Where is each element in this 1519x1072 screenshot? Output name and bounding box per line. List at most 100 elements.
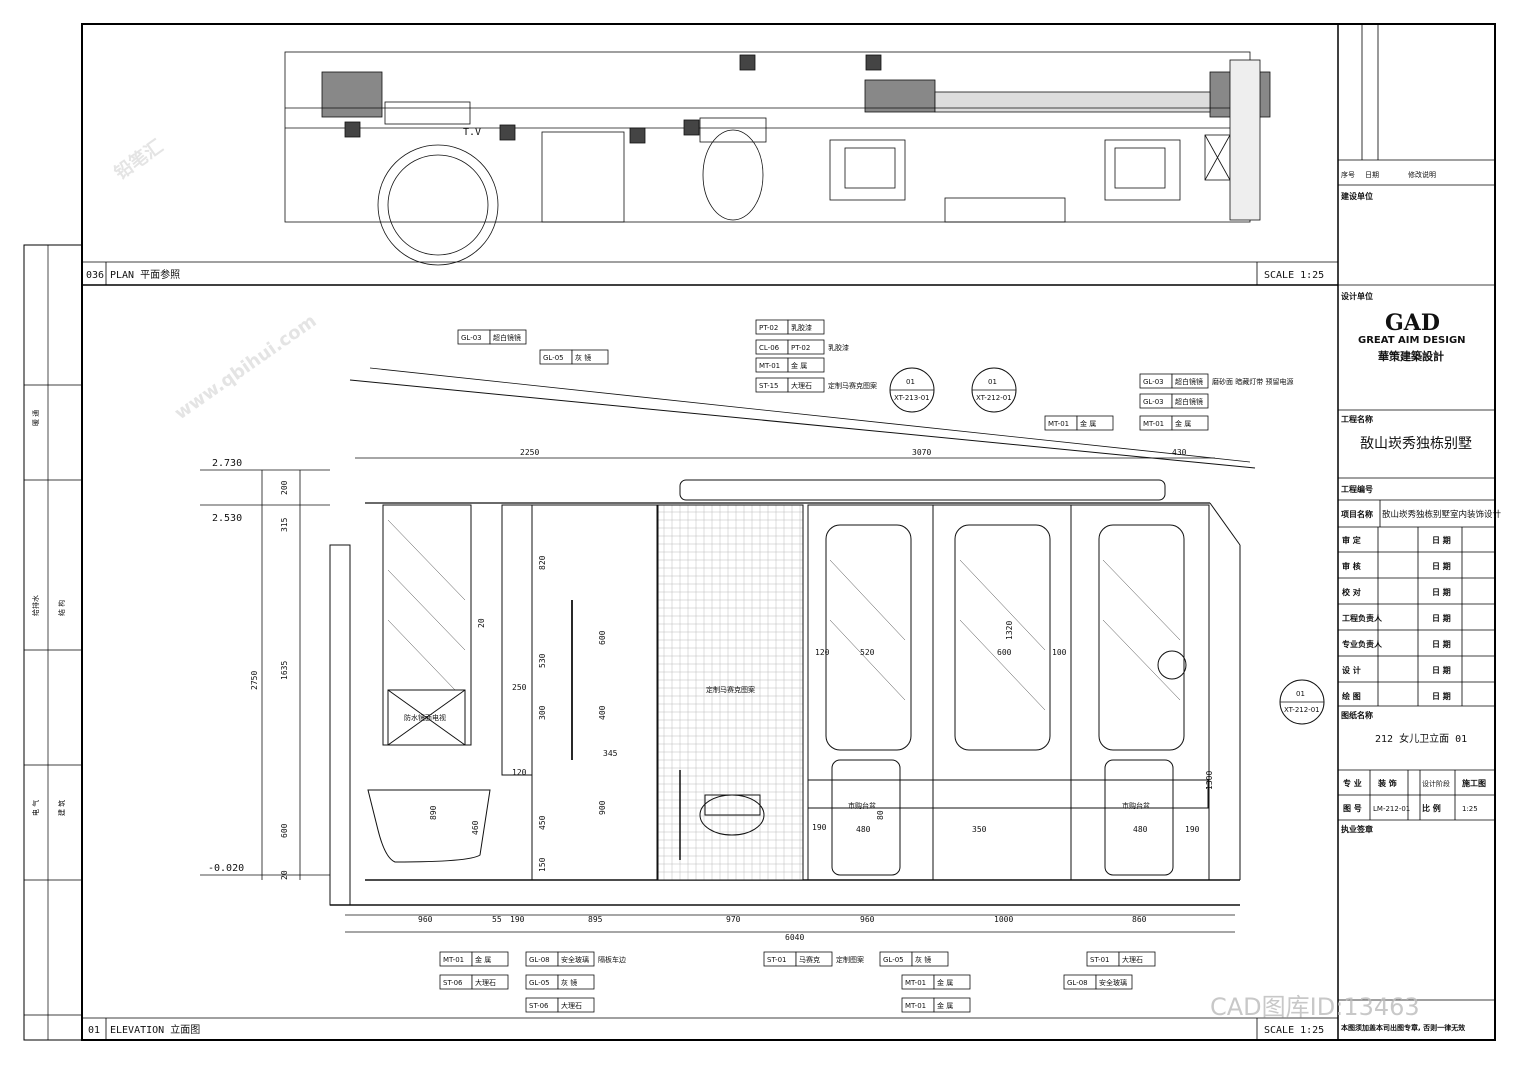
level-mid: 2.530 — [212, 513, 242, 524]
callout-bottom-name: 安全玻璃 — [1099, 978, 1127, 987]
dim-inner-16: 1320 — [1005, 621, 1014, 640]
section-ref-0[interactable]: 01 XT-213-01 — [889, 367, 935, 413]
section-ref-2[interactable]: 01 XT-212-01 — [1279, 679, 1325, 725]
dim-inner-18: 190 — [812, 823, 827, 832]
callout-top-name: 灰 镜 — [575, 353, 591, 362]
project-no-label: 工程编号 — [1341, 484, 1373, 494]
callout-top-code: GL-05 — [543, 354, 564, 362]
discipline: 装 饰 — [1377, 778, 1397, 788]
dim-bottom-1: 55 — [492, 915, 502, 924]
callout-top-name: 超白镜镜 — [1175, 397, 1203, 406]
callout-top-2[interactable]: PT-02 乳胶漆 — [755, 319, 825, 335]
callout-top-name: 乳胶漆 — [791, 323, 812, 332]
dim-inner-14: 520 — [860, 648, 875, 657]
callout-top-4[interactable]: MT-01 金 属 — [755, 357, 825, 373]
callout-top-extra: 定制马赛克图案 — [828, 381, 877, 390]
dim-inner-2: 400 — [598, 705, 607, 720]
level-floor: -0.020 — [208, 863, 244, 874]
dim-inner-13: 120 — [512, 768, 527, 777]
rev-header-0: 序号 — [1341, 170, 1355, 179]
dim-inner-8: 300 — [538, 705, 547, 720]
rev-header-1: 日期 — [1365, 171, 1379, 179]
callout-bottom-code: MT-01 — [905, 1002, 926, 1010]
dim-top-0: 2250 — [520, 448, 539, 457]
dim-inner-20: 350 — [972, 825, 987, 834]
callout-top-name: PT-02 — [791, 344, 810, 352]
side-label-0: 暖 通 — [31, 410, 40, 426]
callout-bottom-name: 大理石 — [561, 1001, 582, 1010]
plan-tv-label: T.V — [463, 127, 481, 138]
drawing-name-label: 图纸名称 — [1341, 710, 1373, 720]
callout-bottom-code: GL-05 — [529, 979, 550, 987]
dim-inner-23: 100 — [1052, 648, 1067, 657]
role-label-6: 绘 图 — [1342, 691, 1361, 701]
callout-bottom-name: 大理石 — [1122, 955, 1143, 964]
callout-top-extra: 磨砂面 暗藏灯带 预留电源 — [1212, 377, 1293, 386]
side-label-4: 建 筑 — [57, 800, 66, 816]
callout-top-code: MT-01 — [759, 362, 780, 370]
callout-top-code: MT-01 — [1048, 420, 1069, 428]
callout-top-name: 超白镜镜 — [493, 333, 521, 342]
section-ref-1[interactable]: 01 XT-212-01 — [971, 367, 1017, 413]
basin-annotation-2: 市购台盆 — [1122, 801, 1150, 810]
level-markers — [200, 469, 330, 880]
role-date-label-2: 日 期 — [1432, 587, 1451, 597]
stamp-label: 执业签章 — [1341, 824, 1373, 834]
level-top: 2.730 — [212, 458, 242, 469]
callout-bottom-9[interactable]: ST-01 大理石 — [1086, 951, 1156, 967]
callout-top-0[interactable]: GL-03 超白镜镜 — [457, 329, 527, 345]
section-ref-1-num: 01 — [988, 378, 997, 386]
watermark-brand: 铅笔汇 — [110, 135, 167, 184]
callout-top-code: MT-01 — [1143, 420, 1164, 428]
callout-bottom-code: ST-01 — [1090, 956, 1110, 964]
callout-bottom-name: 金 属 — [937, 978, 953, 987]
role-date-label-1: 日 期 — [1432, 561, 1451, 571]
elevation-number: 01 — [88, 1025, 100, 1036]
sheet-no: LM-212-01 — [1373, 805, 1410, 813]
role-label-1: 审 核 — [1342, 561, 1361, 571]
callout-top-code: GL-03 — [461, 334, 482, 342]
side-strip — [23, 244, 83, 1041]
client-label: 建设单位 — [1340, 191, 1373, 201]
role-date-label-5: 日 期 — [1432, 665, 1451, 675]
dim-bottom-5: 960 — [860, 915, 875, 924]
role-label-2: 校 对 — [1342, 587, 1361, 597]
dim-inner-1: 600 — [598, 630, 607, 645]
section-ref-0-num: 01 — [906, 378, 915, 386]
callout-top-1[interactable]: GL-05 灰 镜 — [539, 349, 609, 365]
callout-top-code: PT-02 — [759, 324, 778, 332]
role-label-3: 工程负责人 — [1342, 613, 1383, 623]
callout-top-name: 金 属 — [791, 361, 807, 370]
callout-bottom-name: 马赛克 — [799, 955, 820, 964]
project-label: 工程名称 — [1341, 414, 1373, 424]
role-label-5: 设 计 — [1342, 665, 1361, 675]
elevation-scale: SCALE 1:25 — [1264, 1025, 1324, 1036]
section-ref-0-ref: XT-213-01 — [894, 394, 930, 402]
dim-inner-24: 80 — [876, 810, 885, 820]
callout-top-extra: 乳胶漆 — [828, 343, 849, 352]
callout-top-name: 超白镜镜 — [1175, 377, 1203, 386]
title-note: 本图须加盖本司出图专章, 否则一律无效 — [1340, 1023, 1466, 1032]
callout-bottom-code: GL-05 — [883, 956, 904, 964]
title-block — [1338, 24, 1495, 1001]
side-label-2: 电 气 — [31, 800, 40, 816]
designer-label: 设计单位 — [1341, 291, 1373, 301]
